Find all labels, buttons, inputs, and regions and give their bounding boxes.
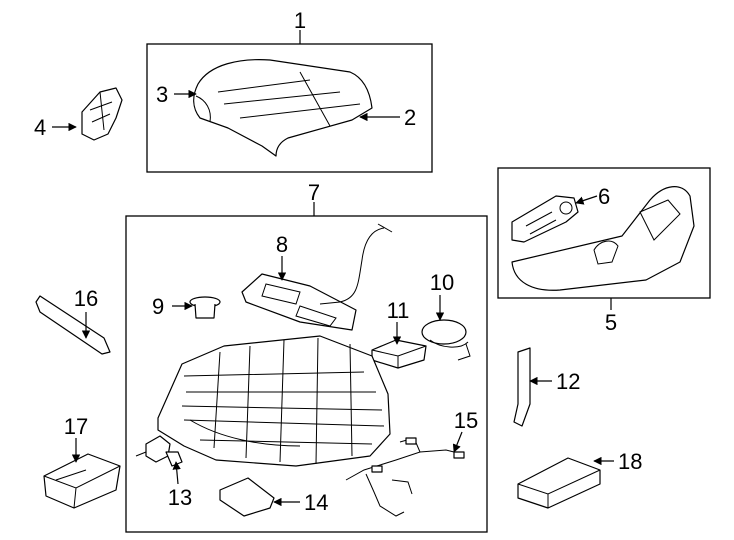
leader-15	[452, 431, 463, 453]
callout-13: 13	[168, 485, 192, 510]
seat-frame-part-7	[157, 335, 391, 467]
callout-15: 15	[454, 408, 478, 433]
strip-part-12	[513, 347, 531, 427]
cable-part	[319, 227, 385, 305]
callout-2: 2	[404, 105, 416, 130]
group-box-5	[497, 167, 711, 299]
module-part-11	[371, 339, 427, 369]
callout-18: 18	[618, 449, 642, 474]
grommet-part-9	[189, 296, 221, 319]
group-box-1	[146, 43, 433, 173]
leader-6	[575, 195, 598, 205]
callout-7: 7	[308, 180, 320, 205]
trim-strip-part-16	[35, 295, 111, 355]
callout-6: 6	[598, 184, 610, 209]
cable-end	[377, 223, 393, 233]
clip-part-4	[81, 87, 123, 141]
plate-part-14	[219, 477, 275, 517]
box-part-18	[517, 457, 601, 509]
callout-3: 3	[156, 82, 168, 107]
callout-8: 8	[276, 232, 288, 257]
callout-9: 9	[152, 294, 164, 319]
bracket-part-17	[43, 453, 121, 509]
callout-11: 11	[387, 298, 410, 323]
harness-part-15	[345, 437, 465, 517]
callout-10: 10	[430, 270, 454, 295]
callout-14: 14	[304, 490, 328, 515]
callout-5: 5	[605, 310, 617, 335]
callout-12: 12	[556, 369, 580, 394]
seat-cushion-cover-part	[193, 59, 373, 157]
side-shield-part-5	[511, 186, 695, 291]
group-box-7	[125, 215, 488, 533]
motor-part-10	[421, 319, 471, 361]
bracket-part-8	[241, 273, 357, 331]
seat-switch-part-6	[511, 195, 579, 243]
callout-1: 1	[294, 8, 306, 33]
callout-17: 17	[64, 414, 88, 439]
callout-16: 16	[74, 286, 98, 311]
callout-4: 4	[34, 115, 46, 140]
leader-13	[172, 461, 181, 485]
